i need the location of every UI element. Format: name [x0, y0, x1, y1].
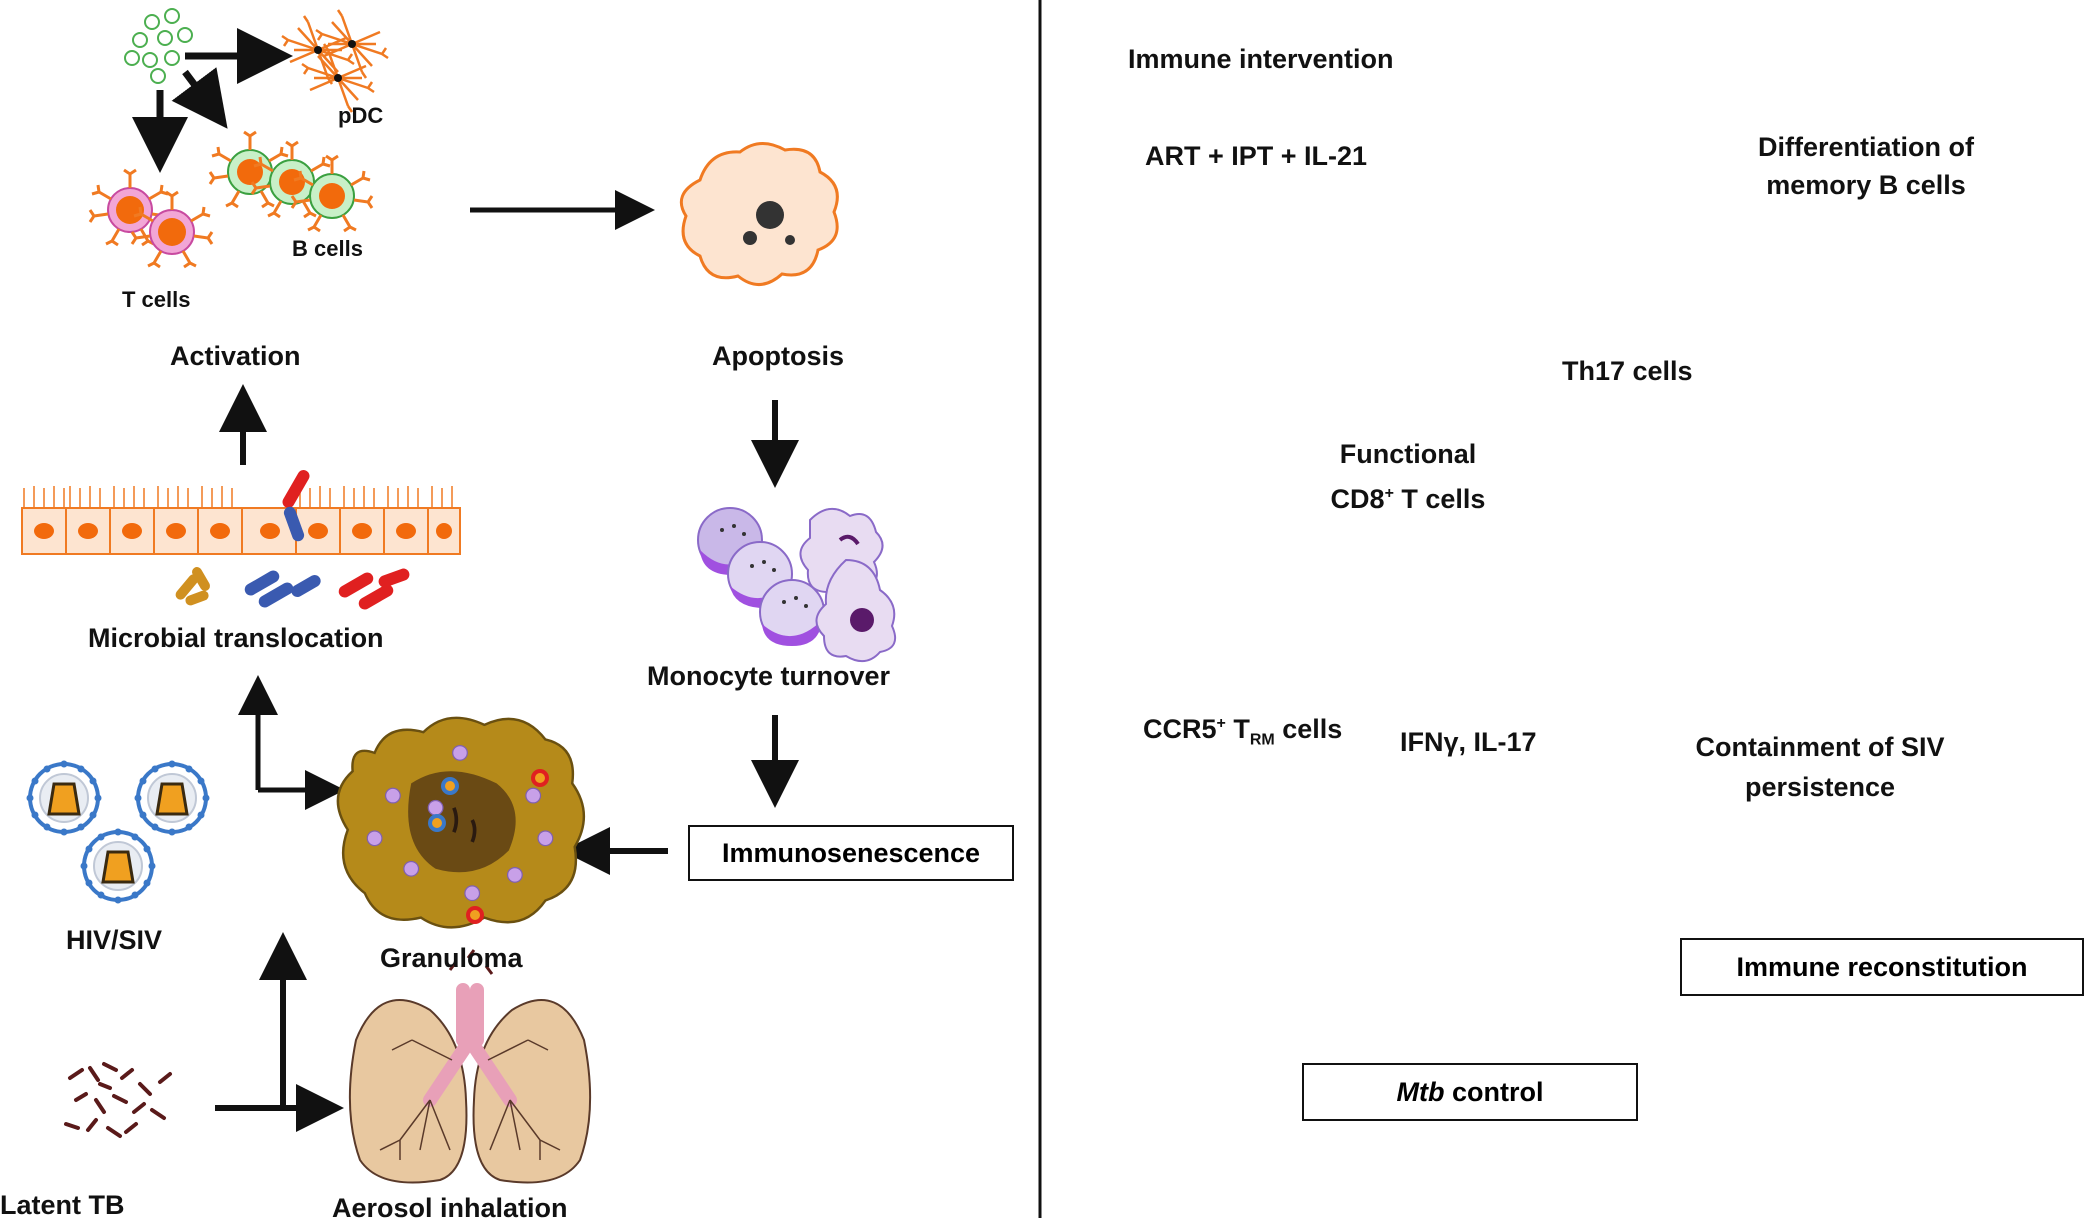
green-vesicles-icon	[124, 8, 193, 84]
activation-label: Activation	[170, 341, 301, 371]
microbes-icon	[175, 567, 410, 610]
arrow-to-b-cells	[171, 67, 228, 129]
immune-intervention-label: Immune intervention	[1128, 44, 1394, 74]
pdc-label: pDC	[338, 103, 384, 128]
tb-bacilli-icon	[64, 1062, 172, 1138]
containment-label: Containment of SIV persistence	[1675, 727, 1965, 807]
art-ipt-il21-label: ART + IPT + IL-21	[1145, 141, 1368, 171]
functional-cd8-line2: CD8+ T cells	[1330, 484, 1486, 514]
t-cells-label: T cells	[122, 287, 191, 312]
containment-line2: persistence	[1744, 772, 1896, 802]
immunosenescence-box: Immunosenescence	[688, 825, 1014, 881]
epithelium-icon	[21, 470, 461, 555]
immunosenescence-label: Immunosenescence	[721, 837, 981, 868]
granuloma-label: Granuloma	[380, 943, 523, 973]
t-cells-icon	[88, 168, 214, 269]
b-cells-label: B cells	[292, 236, 363, 261]
monocyte-turnover-label: Monocyte turnover	[647, 661, 891, 691]
lungs-icon	[348, 949, 592, 1184]
th17-label: Th17 cells	[1562, 356, 1693, 386]
apoptotic-cell-icon	[679, 142, 839, 286]
latent-tb-label: Latent TB	[0, 1190, 125, 1220]
immune-reconstitution-box: Immune reconstitution	[1680, 938, 2084, 996]
microbial-translocation-label: Microbial translocation	[88, 623, 384, 653]
apoptosis-label: Apoptosis	[712, 341, 844, 371]
memory-b-label-line2: memory B cells	[1766, 170, 1966, 200]
memory-b-label-line1: Differentiation of	[1758, 132, 1974, 162]
pdc-cells-icon	[280, 8, 390, 114]
containment-line1: Containment of SIV	[1695, 732, 1945, 762]
b-cells-icon	[208, 130, 374, 233]
monocytes-icon	[697, 507, 896, 663]
mtb-control-box: Mtb control	[1302, 1063, 1638, 1121]
functional-cd8-line1: Functional	[1339, 439, 1477, 469]
ccr5-trm-label: CCR5+ TRM cells	[1143, 714, 1343, 749]
ifng-il17-label: IFNγ, IL-17	[1400, 727, 1537, 757]
memory-b-label: Differentiation of memory B cells	[1746, 128, 1986, 204]
immune-reconstitution-label: Immune reconstitution	[1736, 951, 2028, 982]
aerosol-inhalation-label: Aerosol inhalation	[332, 1193, 568, 1223]
hiv-siv-label: HIV/SIV	[66, 925, 163, 955]
mtb-control-label: Mtb control	[1396, 1076, 1544, 1107]
functional-cd8-label: Functional CD8+ T cells	[1318, 434, 1498, 519]
hiv-siv-virus-icon	[25, 759, 211, 905]
granuloma-icon	[336, 715, 586, 930]
